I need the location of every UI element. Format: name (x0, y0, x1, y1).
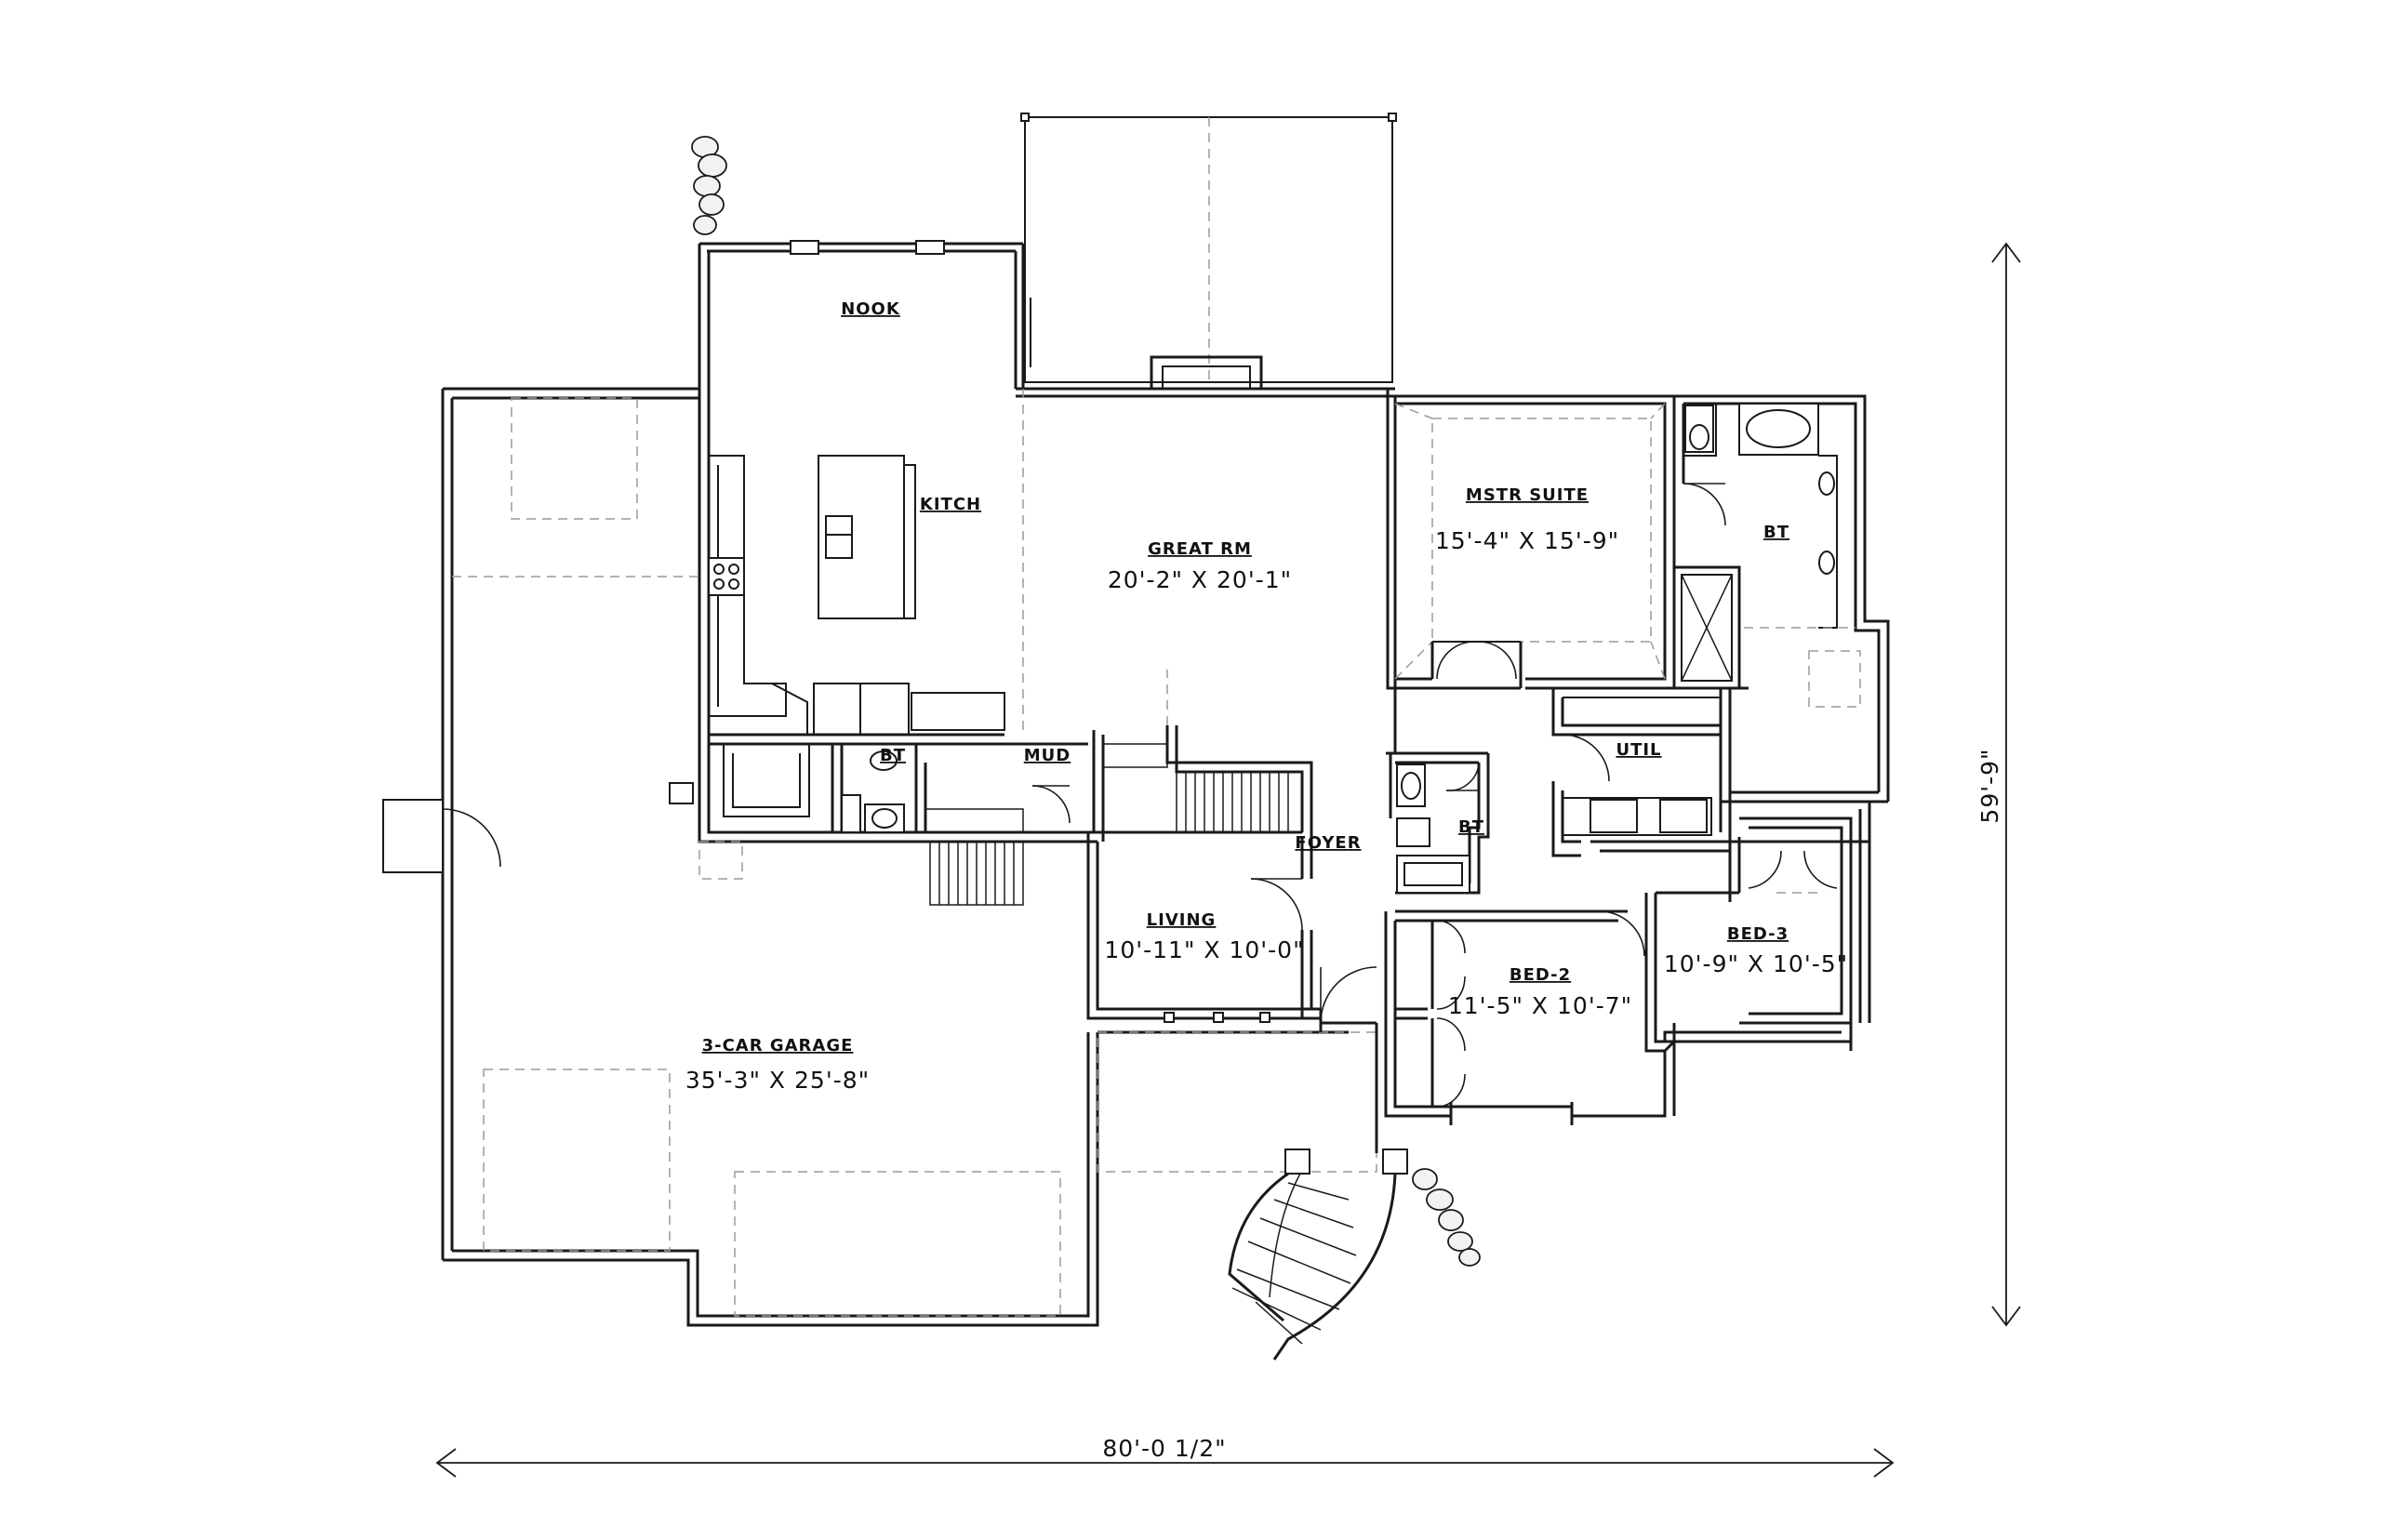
room-label-mstr-suite: MSTR SUITE (1466, 485, 1589, 505)
room-label-kitch: KITCH (920, 495, 981, 514)
mud-area (669, 742, 1088, 906)
room-dims-mstr-suite: 15'-4" X 15'-9" (1435, 527, 1619, 554)
room-label-great-rm: GREAT RM (1148, 539, 1252, 559)
room-label-util: UTIL (1616, 740, 1661, 760)
living-foyer-walls (1097, 830, 1378, 1153)
room-label-mud: MUD (1024, 746, 1071, 765)
util-walls (1386, 688, 1869, 1025)
room-dims-garage: 35'-3" X 25'-8" (685, 1067, 870, 1094)
room-labels: NOOK KITCH GREAT RM 20'-2" X 20'-1" MSTR… (685, 299, 1848, 1094)
room-label-nook: NOOK (841, 299, 900, 319)
covered-patio (1020, 113, 1397, 383)
overall-depth-dimension: 59'-9" (1976, 242, 2021, 1327)
fireplace (1150, 355, 1263, 389)
room-label-master-bath: BT (1763, 523, 1789, 542)
room-label-hall-bath: BT (1458, 817, 1484, 837)
landscape-rocks (691, 136, 1481, 1267)
exterior-walls (382, 240, 1408, 1327)
master-suite-walls (1386, 394, 1890, 803)
room-label-foyer: FOYER (1295, 833, 1361, 853)
room-dims-great-rm: 20'-2" X 20'-1" (1108, 566, 1292, 593)
room-dims-bed3: 10'-9" X 10'-5" (1664, 950, 1848, 977)
room-label-bed2: BED-2 (1510, 965, 1571, 985)
bedroom-walls (1384, 800, 1871, 1125)
curved-front-stair (1228, 1172, 1397, 1361)
main-stair (1092, 670, 1313, 842)
room-dims-bed2: 11'-5" X 10'-7" (1448, 992, 1632, 1019)
room-dims-living: 10'-11" X 10'-0" (1104, 936, 1304, 963)
room-label-living: LIVING (1147, 910, 1217, 930)
overall-width-label: 80'-0 1/2" (1102, 1435, 1226, 1462)
room-label-half-bath: BT (880, 746, 906, 765)
room-label-garage: 3-CAR GARAGE (702, 1036, 854, 1055)
kitchen-fixtures (708, 389, 1024, 746)
room-label-bed3: BED-3 (1727, 924, 1789, 944)
overall-depth-label: 59'-9" (1976, 748, 2003, 823)
overall-width-dimension: 80'-0 1/2" (435, 1435, 1895, 1478)
